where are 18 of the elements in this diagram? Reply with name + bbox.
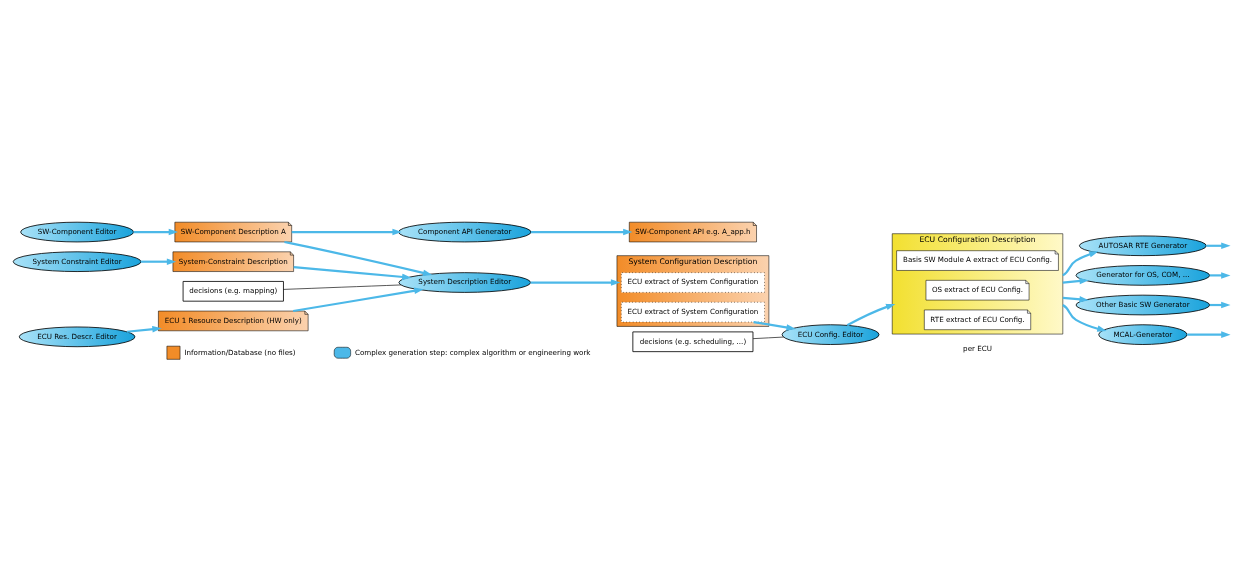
arrow bbox=[753, 320, 796, 331]
arrow bbox=[1062, 277, 1089, 285]
arrow bbox=[126, 325, 162, 333]
arrow bbox=[1062, 296, 1089, 303]
connector bbox=[283, 284, 402, 290]
arrow bbox=[284, 240, 433, 277]
connector bbox=[752, 336, 784, 339]
arrow bbox=[293, 266, 412, 281]
arrow bbox=[292, 287, 424, 313]
arrow bbox=[530, 228, 633, 236]
arrow bbox=[1062, 251, 1099, 277]
arrow bbox=[1062, 304, 1107, 332]
arrow bbox=[530, 279, 621, 286]
arrow bbox=[140, 258, 177, 265]
arrow bbox=[291, 228, 402, 236]
arrow bbox=[846, 303, 896, 327]
arrow bbox=[1187, 331, 1231, 338]
arrow bbox=[133, 228, 179, 236]
